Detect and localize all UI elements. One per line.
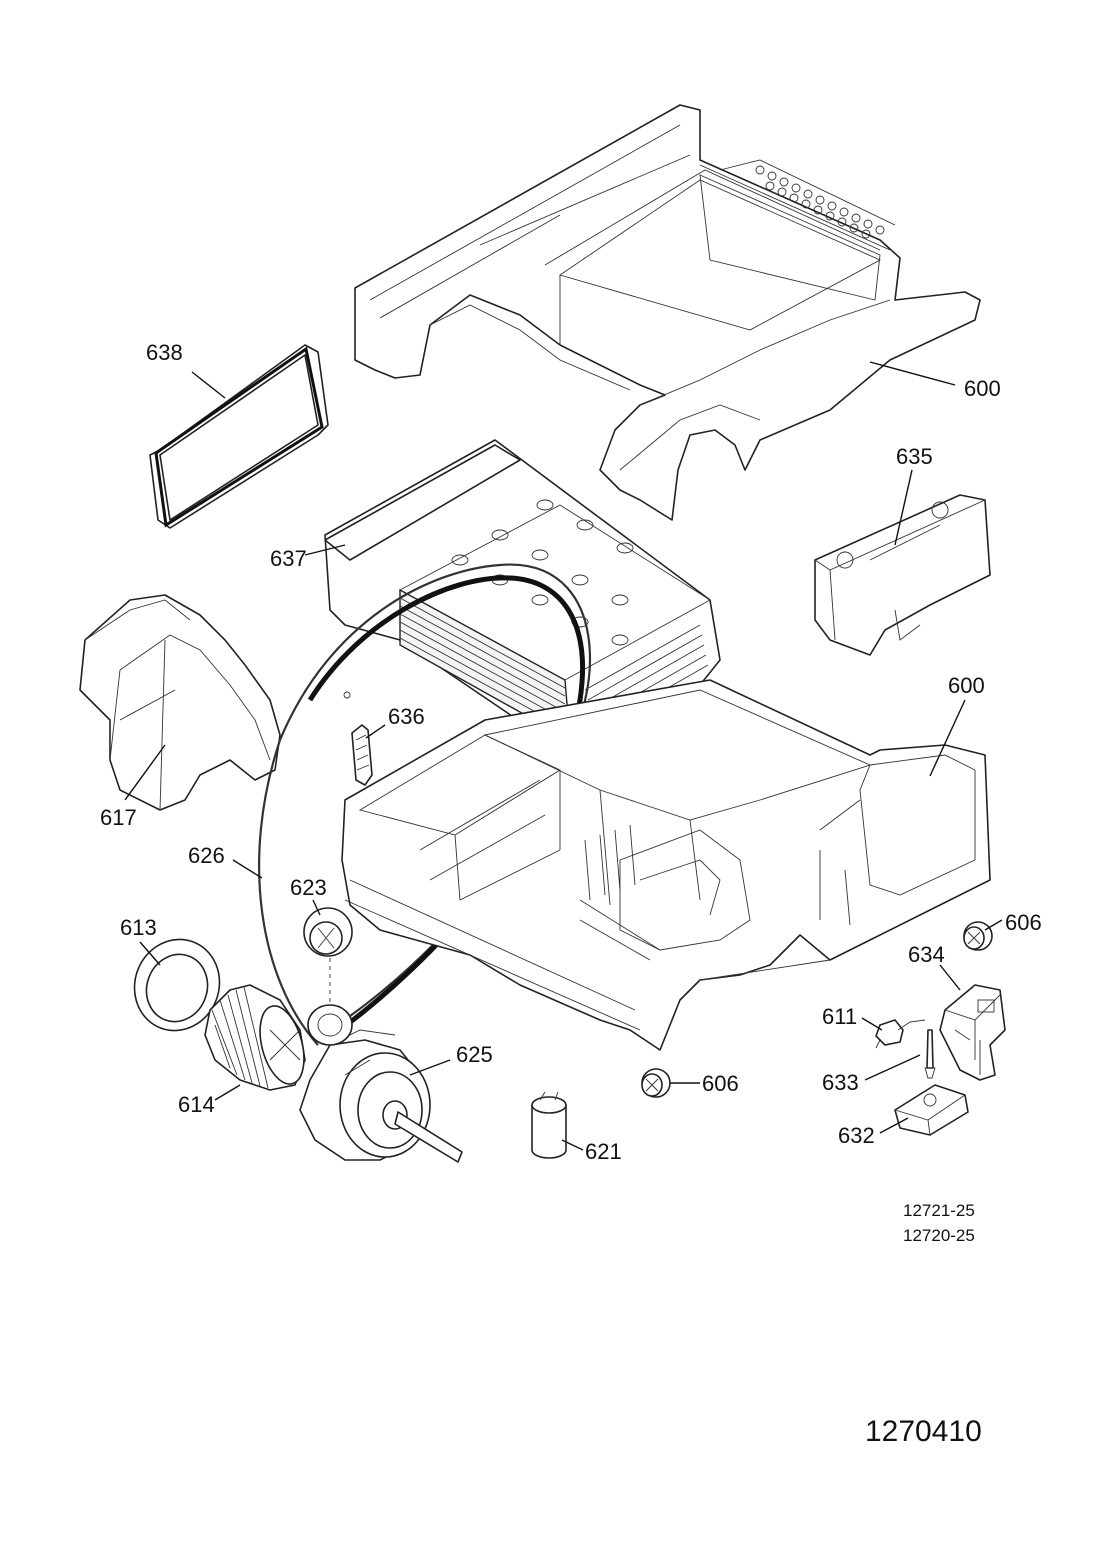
model-codes: 12721-25 12720-25 — [903, 1201, 975, 1245]
label-606-upper: 606 — [1005, 910, 1042, 935]
part-number-labels: 638 600 635 637 600 636 617 626 623 613 … — [100, 340, 1042, 1164]
label-600-upper: 600 — [964, 376, 1001, 401]
part-635-duct — [814, 494, 991, 656]
part-606-wheel-lower — [641, 1068, 671, 1098]
part-606-wheel-upper — [963, 921, 993, 951]
part-632-float — [894, 1084, 969, 1136]
label-634: 634 — [908, 942, 945, 967]
label-638: 638 — [146, 340, 183, 365]
label-623: 623 — [290, 875, 327, 900]
leader-lines — [124, 361, 1003, 1151]
part-613-ring — [133, 938, 221, 1032]
part-637-condenser — [324, 439, 721, 746]
part-617-cover — [79, 594, 281, 811]
part-600-base — [341, 679, 991, 1051]
part-623-pulley — [303, 907, 353, 1010]
label-614: 614 — [178, 1092, 215, 1117]
document-number: 1270410 — [865, 1415, 982, 1448]
part-633-pin — [924, 1029, 936, 1079]
label-635: 635 — [896, 444, 933, 469]
part-634-pump — [939, 984, 1006, 1081]
part-621-capacitor — [531, 1091, 567, 1159]
label-613: 613 — [120, 915, 157, 940]
part-638-gasket — [149, 344, 329, 529]
label-632: 632 — [838, 1123, 875, 1148]
part-600-upper-frame — [354, 104, 981, 521]
label-636: 636 — [388, 704, 425, 729]
label-606-lower: 606 — [702, 1071, 739, 1096]
part-614-fan — [204, 984, 306, 1091]
label-617: 617 — [100, 805, 137, 830]
label-611: 611 — [822, 1004, 857, 1029]
part-625-motor — [299, 1004, 463, 1163]
model-code-2: 12720-25 — [903, 1226, 975, 1245]
label-637: 637 — [270, 546, 307, 571]
label-626: 626 — [188, 843, 225, 868]
label-600-lower: 600 — [948, 673, 985, 698]
label-621: 621 — [585, 1139, 622, 1164]
model-code-1: 12721-25 — [903, 1201, 975, 1220]
part-611-sensor — [875, 1019, 926, 1049]
label-633: 633 — [822, 1070, 859, 1095]
label-625: 625 — [456, 1042, 493, 1067]
part-636-filter — [343, 691, 373, 786]
